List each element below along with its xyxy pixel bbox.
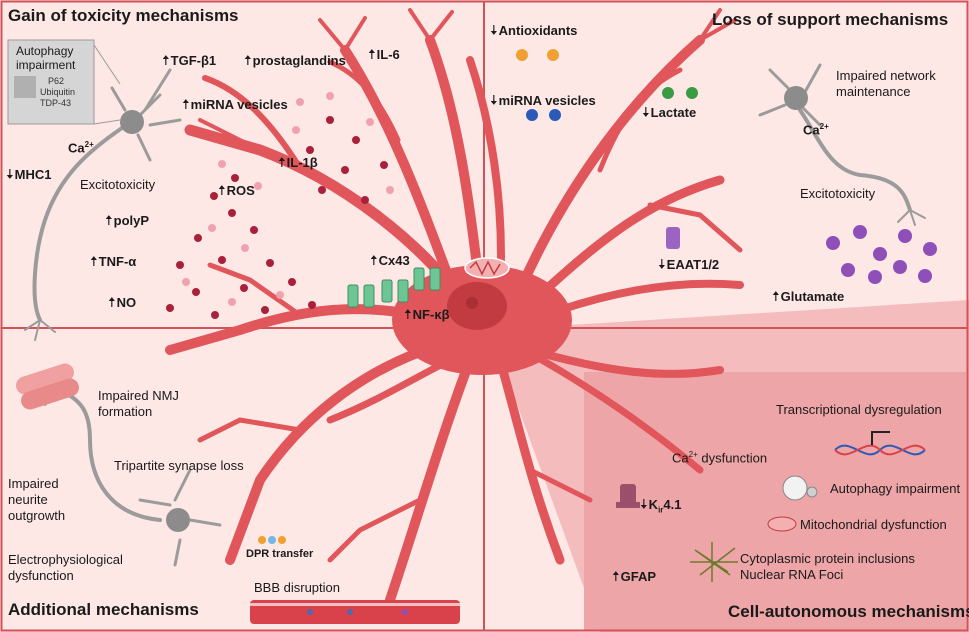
label-transcriptional: Transcriptional dysregulation [776, 402, 942, 417]
cx43-channels [347, 267, 441, 308]
label-nfkb: 🠅NF-κβ [404, 306, 450, 322]
label-glutamate: 🠅Glutamate [772, 288, 845, 304]
mitochondria-icon [767, 516, 797, 532]
label-tdp43: TDP-43 [40, 98, 72, 108]
label-rna: Nuclear RNA Foci [740, 567, 844, 582]
autophagy-inset-title-2: impairment [16, 58, 76, 72]
label-ca-dysfunction: Ca2+ dysfunction [672, 450, 768, 466]
autophagosome-icon [782, 475, 818, 501]
label-tnfa: 🠅TNF-α [90, 253, 137, 269]
label-neurite-3: outgrowth [8, 508, 66, 523]
label-ca-gain: Ca2+ [68, 140, 94, 156]
label-eaat: 🠇EAAT1/2 [658, 256, 720, 272]
kir-channel [616, 484, 640, 508]
label-neurite-2: neurite [8, 492, 48, 507]
glutamate-molecules [826, 225, 937, 284]
label-cyto: Cytoplasmic protein inclusions [740, 551, 915, 566]
label-kir41: 🠇Kir4.1 [640, 496, 682, 515]
neuron-loss [758, 63, 926, 226]
label-autophagy-cell: Autophagy impairment [830, 481, 961, 496]
light-vesicles [182, 92, 394, 306]
label-cx43: 🠅Cx43 [370, 252, 410, 268]
label-antioxidants: 🠇Antioxidants [490, 22, 578, 38]
label-ros: 🠅ROS [218, 182, 255, 198]
blood-vessel [250, 600, 460, 624]
label-lactate: 🠇Lactate [642, 104, 697, 120]
label-electro-1: Electrophysiological [8, 552, 123, 567]
heading-cell-autonomous: Cell-autonomous mechanisms [728, 602, 969, 621]
mitochondrion [464, 257, 510, 279]
nucleolus [466, 297, 478, 309]
label-no: 🠅NO [108, 294, 137, 310]
heading-gain: Gain of toxicity mechanisms [8, 6, 239, 25]
antioxidant-molecules [516, 49, 559, 61]
label-nmj-1: Impaired NMJ [98, 388, 179, 403]
label-gfap: 🠅GFAP [612, 568, 657, 584]
label-impaired-network-1: Impaired network [836, 68, 936, 83]
label-electro-2: dysfunction [8, 568, 74, 583]
label-mhc1: 🠇MHC1 [6, 166, 52, 182]
label-p62: P62 [48, 76, 65, 86]
autophagy-inset-title-1: Autophagy [16, 44, 74, 58]
label-il6: 🠅IL-6 [368, 46, 400, 62]
cell-autonomous-box [584, 372, 966, 630]
muscle-fiber-icon [16, 363, 79, 410]
label-excitotoxicity-loss: Excitotoxicity [800, 186, 876, 201]
heading-additional: Additional mechanisms [8, 600, 199, 619]
label-mirna-loss: 🠇miRNA vesicles [490, 92, 596, 108]
dpr-dots [258, 536, 286, 544]
eaat-transporter [666, 227, 680, 249]
label-il1b: 🠅IL-1β [278, 154, 318, 170]
label-prostaglandins: 🠅prostaglandins [244, 52, 346, 68]
dna-icon [834, 431, 926, 456]
label-ubiquitin: Ubiquitin [40, 87, 76, 97]
cytokine-vesicles [166, 116, 388, 319]
label-tripartite: Tripartite synapse loss [114, 458, 244, 473]
aggregate-icon [14, 76, 36, 98]
inset-connector [93, 44, 121, 125]
label-polyp: 🠅polyP [105, 212, 150, 228]
label-mito: Mitochondrial dysfunction [800, 517, 947, 532]
label-impaired-network-2: maintenance [836, 84, 911, 99]
label-nmj-2: formation [98, 404, 153, 419]
inclusions-icon [690, 542, 738, 582]
label-dpr: DPR transfer [246, 548, 314, 560]
label-neurite-1: Impaired [8, 476, 59, 491]
lactate-molecules [662, 87, 698, 99]
label-tgfb1: 🠅TGF-β1 [162, 52, 217, 68]
neuron-gain [24, 68, 182, 341]
label-mirna-gain: 🠅miRNA vesicles [182, 96, 288, 112]
heading-loss: Loss of support mechanisms [712, 10, 949, 29]
label-ca-loss: Ca2+ [803, 122, 829, 138]
label-bbb: BBB disruption [254, 580, 340, 595]
mirna-molecules [526, 109, 561, 121]
label-excitotoxicity-gain: Excitotoxicity [80, 177, 156, 192]
